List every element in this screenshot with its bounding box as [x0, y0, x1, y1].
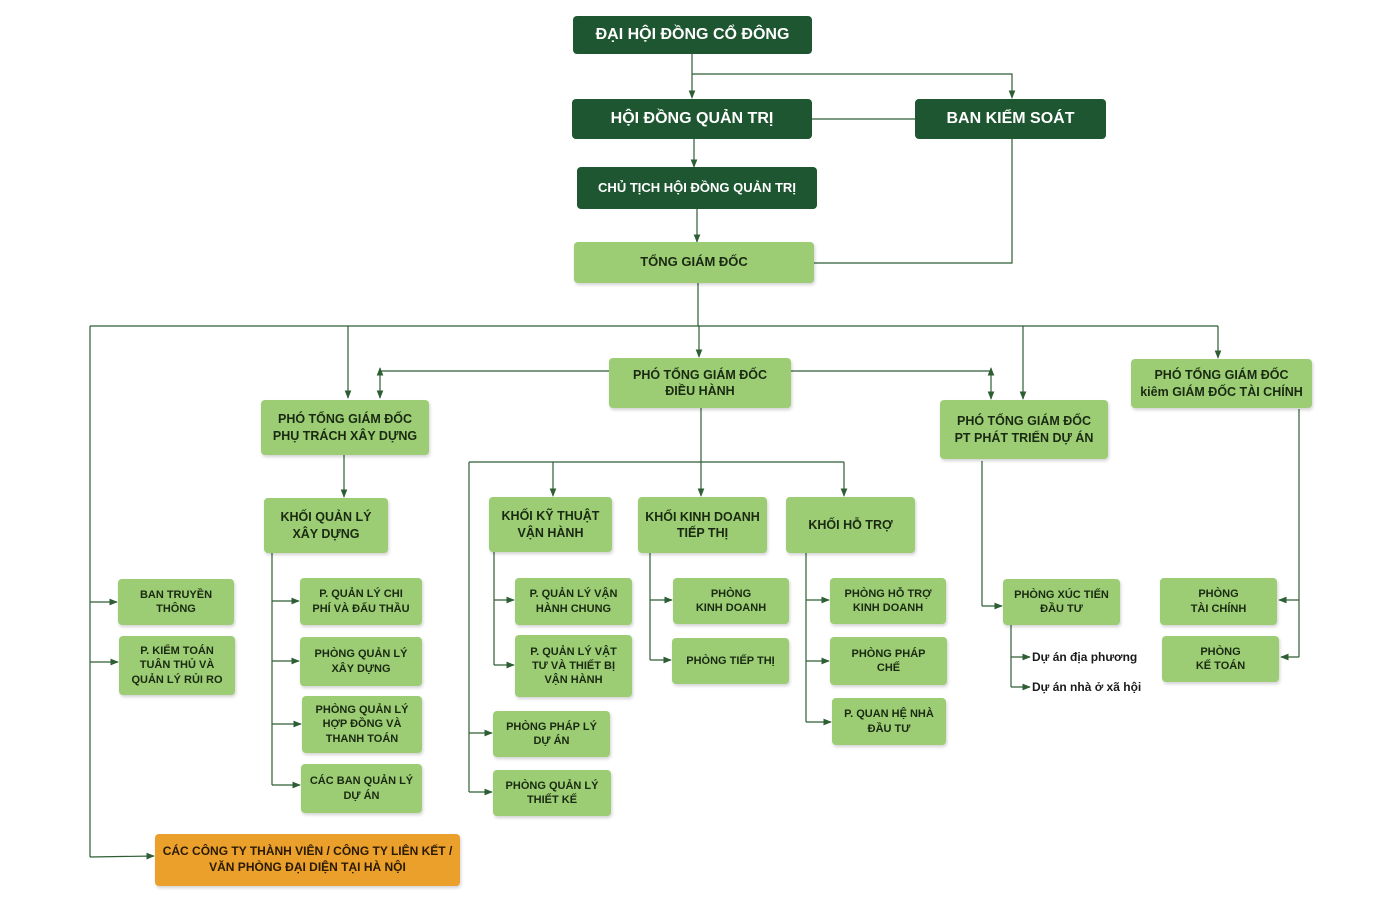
pho-tong-giam-doc-tai-chinh: PHÓ TỔNG GIÁM ĐỐC kiêm GIÁM ĐỐC TÀI CHÍN…: [1131, 359, 1312, 408]
pho-tong-giam-doc-xay-dung: PHÓ TỔNG GIÁM ĐỐC PHỤ TRÁCH XÂY DỰNG: [261, 400, 429, 455]
phong-quan-ly-thiet-ke: PHÒNG QUẢN LÝ THIẾT KẾ: [493, 770, 611, 816]
hoi-dong-quan-tri: HỘI ĐỒNG QUẢN TRỊ: [572, 99, 812, 139]
phong-kinh-doanh: PHÒNG KINH DOANH: [673, 578, 789, 624]
dai-hoi-dong-co-dong: ĐẠI HỘI ĐỒNG CỔ ĐÔNG: [573, 16, 812, 54]
phong-phap-che: PHÒNG PHÁP CHẾ: [830, 637, 947, 685]
phong-xuc-tien-dau-tu: PHÒNG XÚC TIẾN ĐẦU TƯ: [1003, 579, 1120, 625]
ban-kiem-soat: BAN KIỂM SOÁT: [915, 99, 1106, 139]
khoi-kinh-doanh-tiep-thi: KHỐI KINH DOANH TIẾP THỊ: [638, 497, 767, 553]
p-quan-he-nha-dau-tu: P. QUAN HỆ NHÀ ĐẦU TƯ: [832, 698, 946, 745]
tong-giam-doc: TỔNG GIÁM ĐỐC: [574, 242, 814, 283]
p-quan-ly-chi-phi: P. QUẢN LÝ CHI PHÍ VÀ ĐẤU THẦU: [300, 578, 422, 625]
khoi-ky-thuat-van-hanh: KHỐI KỸ THUẬT VẬN HÀNH: [489, 497, 612, 552]
ban-truyen-thong: BAN TRUYỀN THÔNG: [118, 579, 234, 625]
phong-ho-tro-kinh-doanh: PHÒNG HỖ TRỢ KINH DOANH: [830, 578, 946, 624]
p-quan-ly-vat-tu: P. QUẢN LÝ VẬT TƯ VÀ THIẾT BỊ VẬN HÀNH: [515, 635, 632, 697]
du-an-nha-o-xa-hoi: Dự án nhà ở xã hội: [1032, 680, 1142, 694]
phong-tai-chinh: PHÒNG TÀI CHÍNH: [1160, 578, 1277, 625]
phong-phap-ly-du-an: PHÒNG PHÁP LÝ DỰ ÁN: [493, 711, 610, 757]
phong-quan-ly-hop-dong: PHÒNG QUẢN LÝ HỢP ĐỒNG VÀ THANH TOÁN: [302, 696, 422, 753]
pho-tong-giam-doc-dieu-hanh: PHÓ TỔNG GIÁM ĐỐC ĐIỀU HÀNH: [609, 358, 791, 408]
cac-cong-ty-thanh-vien: CÁC CÔNG TY THÀNH VIÊN / CÔNG TY LIÊN KẾ…: [155, 834, 460, 886]
pho-tong-giam-doc-phat-trien-du-an: PHÓ TỔNG GIÁM ĐỐC PT PHÁT TRIỂN DỰ ÁN: [940, 400, 1108, 459]
phong-kiem-toan: P. KIỂM TOÁN TUÂN THỦ VÀ QUẢN LÝ RỦI RO: [119, 636, 235, 695]
chu-tich-hdqt: CHỦ TỊCH HỘI ĐỒNG QUẢN TRỊ: [577, 167, 817, 209]
khoi-ho-tro: KHỐI HỖ TRỢ: [786, 497, 915, 553]
phong-ke-toan: PHÒNG KẾ TOÁN: [1162, 636, 1279, 682]
cac-ban-quan-ly-du-an: CÁC BAN QUẢN LÝ DỰ ÁN: [301, 764, 422, 813]
khoi-quan-ly-xay-dung: KHỐI QUẢN LÝ XÂY DỰNG: [264, 498, 388, 553]
du-an-dia-phuong: Dự án địa phương: [1032, 650, 1138, 664]
phong-tiep-thi: PHÒNG TIẾP THỊ: [672, 638, 789, 684]
phong-quan-ly-xay-dung: PHÒNG QUẢN LÝ XÂY DỰNG: [300, 637, 422, 686]
p-quan-ly-van-hanh: P. QUẢN LÝ VẬN HÀNH CHUNG: [515, 578, 632, 625]
